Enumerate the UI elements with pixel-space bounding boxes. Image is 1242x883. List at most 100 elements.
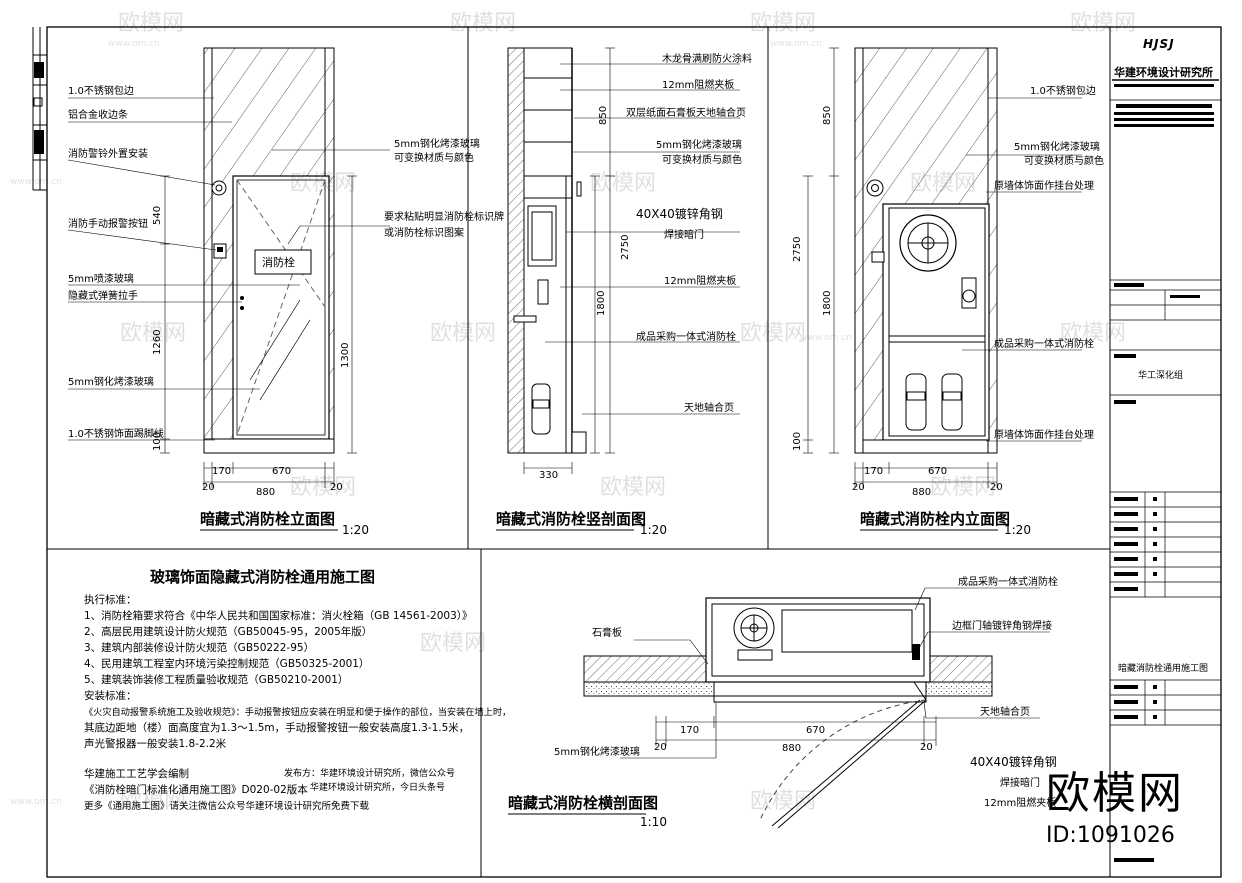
svg-text:5mm钢化烤漆玻璃: 5mm钢化烤漆玻璃 — [656, 138, 742, 151]
plan-drawing — [583, 597, 993, 829]
svg-text:天地轴合页: 天地轴合页 — [980, 705, 1030, 718]
svg-text:12mm阻燃夹板: 12mm阻燃夹板 — [984, 796, 1056, 809]
inner-elevation-drawing — [854, 47, 998, 454]
svg-text:1260: 1260 — [152, 330, 163, 355]
title-block-logo: HJSJ — [1143, 37, 1175, 51]
plan-labels: 成品采购一体式消防栓 石膏板 边框门轴镀锌角钢焊接 天地轴合页 40X40镀锌角… — [554, 575, 1058, 809]
inner-dimensions — [803, 47, 998, 488]
svg-text:天地轴合页: 天地轴合页 — [684, 401, 734, 414]
svg-text:欧模网: 欧模网 — [740, 321, 806, 346]
svg-text:边框门轴镀锌角钢焊接: 边框门轴镀锌角钢焊接 — [952, 619, 1052, 632]
svg-text:670: 670 — [806, 725, 825, 736]
svg-text:670: 670 — [272, 466, 291, 477]
plan-dimensions — [655, 716, 937, 746]
svg-text:欧模网: 欧模网 — [450, 11, 516, 36]
svg-text:880: 880 — [912, 487, 931, 498]
notes-line: 1、消防栓箱要求符合《中华人民共和国国家标准：消火栓箱（GB 14561-200… — [84, 610, 473, 622]
svg-text:欧模网: 欧模网 — [930, 475, 996, 500]
section-title: 暗藏式消防栓竖剖面图 — [496, 510, 646, 528]
svg-text:1800: 1800 — [596, 291, 607, 316]
notes-line: 其底边距地（楼）面高度宜为1.3～1.5m，手动报警按钮一般安装高度1.3-1.… — [84, 722, 470, 734]
svg-text:5mm钢化烤漆玻璃: 5mm钢化烤漆玻璃 — [1014, 140, 1100, 153]
plan-scale: 1:10 — [640, 815, 667, 829]
notes-title: 玻璃饰面隐藏式消防栓通用施工图 — [150, 568, 376, 586]
svg-text:1.0不锈钢包边: 1.0不锈钢包边 — [1030, 84, 1096, 97]
svg-text:成品采购一体式消防栓: 成品采购一体式消防栓 — [958, 575, 1058, 588]
notes-line: 《消防栓暗门标准化通用施工图》D020-02版本 — [84, 784, 308, 796]
svg-text:木龙骨满刷防火涂料: 木龙骨满刷防火涂料 — [662, 52, 752, 65]
svg-text:www.om.cn: www.om.cn — [10, 797, 62, 807]
svg-text:2750: 2750 — [792, 237, 803, 262]
svg-text:670: 670 — [928, 466, 947, 477]
svg-text:消防手动报警按钮: 消防手动报警按钮 — [68, 217, 148, 230]
section-scale: 1:20 — [640, 523, 667, 537]
section-dimensions — [523, 47, 615, 474]
svg-text:www.om.cn: www.om.cn — [800, 333, 852, 343]
svg-text:100: 100 — [792, 432, 803, 451]
svg-text:www.om.cn: www.om.cn — [770, 39, 822, 49]
svg-text:20: 20 — [990, 482, 1003, 493]
svg-text:20: 20 — [654, 742, 667, 753]
svg-text:40X40镀锌角钢: 40X40镀锌角钢 — [970, 755, 1057, 769]
notes-line: 声光警报器一般安装1.8-2.2米 — [84, 738, 227, 750]
svg-text:双层纸面石膏板天地轴合页: 双层纸面石膏板天地轴合页 — [626, 106, 746, 119]
section-drawing — [507, 47, 587, 454]
inner-scale: 1:20 — [1004, 523, 1031, 537]
title-block-marks — [1114, 104, 1214, 862]
svg-text:5mm钢化烤漆玻璃: 5mm钢化烤漆玻璃 — [68, 375, 154, 388]
svg-text:1.0不锈钢饰面踢脚线: 1.0不锈钢饰面踢脚线 — [68, 427, 164, 440]
svg-text:欧模网: 欧模网 — [1060, 321, 1126, 346]
svg-text:880: 880 — [782, 743, 801, 754]
svg-text:欧模网: 欧模网 — [910, 171, 976, 196]
inner-labels: 1.0不锈钢包边 5mm钢化烤漆玻璃 可变换材质与颜色 原墙体饰面作挂台处理 成… — [994, 84, 1104, 441]
elevation-leaders — [67, 97, 390, 441]
svg-text:880: 880 — [256, 487, 275, 498]
inner-title: 暗藏式消防栓内立面图 — [860, 510, 1010, 528]
svg-text:1300: 1300 — [340, 343, 351, 368]
watermark-repeats: 欧模网 欧模网 欧模网 欧模网 欧模网 欧模网 欧模网 欧模网 欧模网 欧模网 … — [10, 11, 1136, 814]
svg-text:可变换材质与颜色: 可变换材质与颜色 — [1024, 154, 1104, 167]
svg-text:40X40镀锌角钢: 40X40镀锌角钢 — [636, 207, 723, 221]
svg-text:欧模网: 欧模网 — [290, 171, 356, 196]
svg-text:5mm钢化烤漆玻璃: 5mm钢化烤漆玻璃 — [554, 745, 640, 758]
svg-text:成品采购一体式消防栓: 成品采购一体式消防栓 — [636, 330, 736, 343]
svg-text:原墙体饰面作挂台处理: 原墙体饰面作挂台处理 — [994, 428, 1094, 441]
binding-margin — [32, 27, 47, 191]
title-block-org: 华建环境设计研究所 — [1114, 65, 1213, 79]
title-block-dept: 华工深化组 — [1138, 369, 1183, 381]
notes-line: 5、建筑装饰装修工程质量验收规范（GB50210-2001） — [84, 674, 349, 686]
svg-text:可变换材质与颜色: 可变换材质与颜色 — [662, 153, 742, 166]
svg-text:12mm阻燃夹板: 12mm阻燃夹板 — [664, 274, 736, 287]
svg-text:欧模网: 欧模网 — [750, 789, 816, 814]
svg-text:www.om.cn: www.om.cn — [108, 39, 160, 49]
svg-text:1.0不锈钢包边: 1.0不锈钢包边 — [68, 84, 134, 97]
notes-publisher: 华建环境设计研究所，今日头条号 — [310, 783, 446, 793]
title-block — [1110, 99, 1221, 726]
svg-text:20: 20 — [920, 742, 933, 753]
svg-text:www.om.cn: www.om.cn — [10, 177, 62, 187]
svg-text:欧模网: 欧模网 — [120, 789, 186, 814]
notes-line: 执行标准： — [84, 594, 137, 606]
svg-text:或消防栓标识图案: 或消防栓标识图案 — [384, 226, 464, 239]
elevation-labels: 1.0不锈钢包边 铝合金收边条 消防警铃外置安装 消防手动报警按钮 5mm喷漆玻… — [68, 84, 504, 440]
svg-text:要求粘贴明显消防栓标识牌: 要求粘贴明显消防栓标识牌 — [384, 210, 504, 223]
svg-text:540: 540 — [152, 206, 163, 225]
inner-leaders — [962, 97, 1082, 442]
svg-text:石膏板: 石膏板 — [592, 626, 622, 639]
svg-text:5mm钢化烤漆玻璃: 5mm钢化烤漆玻璃 — [394, 137, 480, 150]
svg-text:850: 850 — [822, 106, 833, 125]
svg-text:消防警铃外置安装: 消防警铃外置安装 — [68, 147, 148, 160]
svg-text:可变换材质与颜色: 可变换材质与颜色 — [394, 151, 474, 164]
svg-text:欧模网: 欧模网 — [120, 321, 186, 346]
svg-text:20: 20 — [330, 482, 343, 493]
svg-text:焊接暗门: 焊接暗门 — [664, 228, 704, 241]
svg-text:330: 330 — [539, 470, 558, 481]
svg-text:20: 20 — [852, 482, 865, 493]
svg-text:欧模网: 欧模网 — [420, 631, 486, 656]
svg-text:170: 170 — [864, 466, 883, 477]
svg-text:ID:1091026: ID:1091026 — [1046, 823, 1175, 848]
svg-text:2750: 2750 — [620, 235, 631, 260]
notes-line: 更多《通用施工图》请关注微信公众号华建环境设计研究所免费下载 — [84, 801, 370, 812]
svg-text:原墙体饰面作挂台处理: 原墙体饰面作挂台处理 — [994, 179, 1094, 192]
notes-publisher: 发布方：华建环境设计研究所，微信公众号 — [284, 769, 456, 779]
